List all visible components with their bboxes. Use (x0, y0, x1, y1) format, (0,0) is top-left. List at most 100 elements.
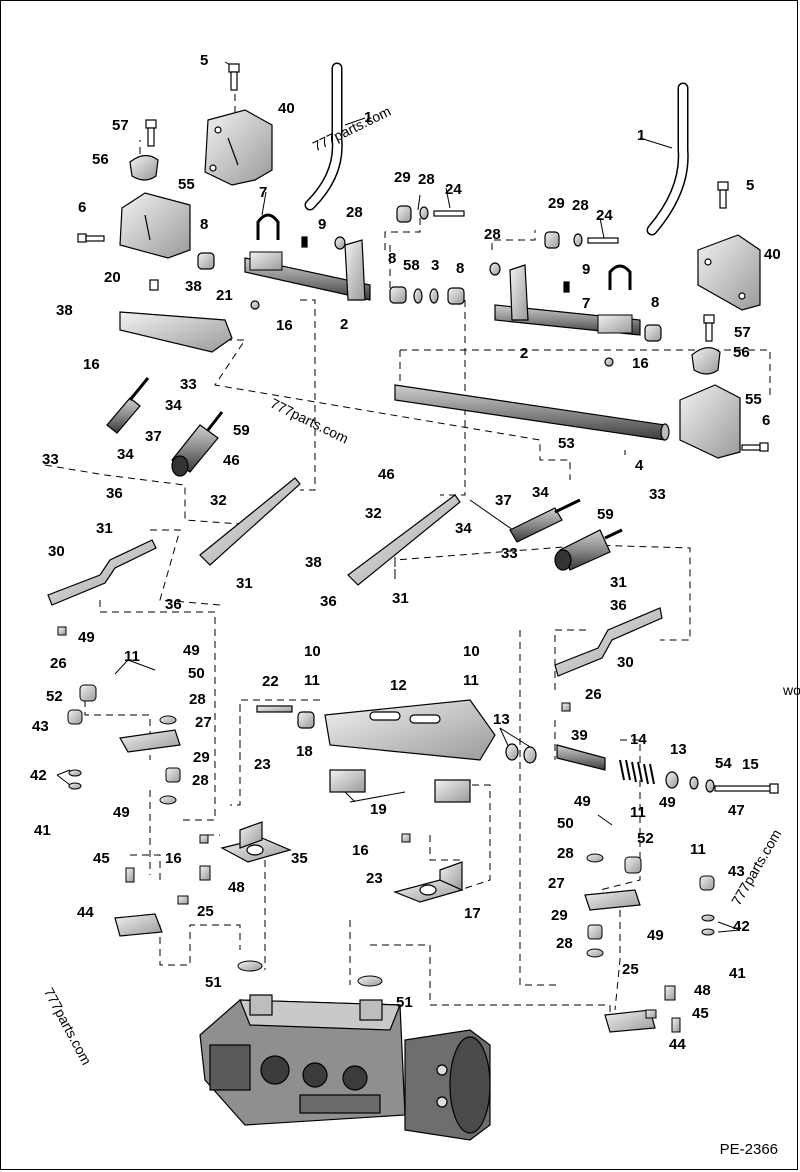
part-59-damper-left (171, 411, 224, 477)
part-44-clevis-right (604, 1009, 656, 1033)
small-fasteners (57, 626, 715, 1033)
part-5-bolt-right (717, 181, 729, 209)
callout-31: 31 (610, 574, 627, 591)
spring-washers (256, 705, 715, 793)
callout-41: 41 (34, 822, 51, 839)
callout-35: 35 (291, 850, 308, 867)
callout-16: 16 (352, 842, 369, 859)
callout-11: 11 (124, 648, 140, 665)
callout-30: 30 (617, 654, 634, 671)
part-57-bolt-left (145, 119, 157, 147)
callout-15: 15 (742, 756, 759, 773)
callout-55: 55 (745, 391, 762, 408)
callout-28: 28 (484, 226, 501, 243)
callout-31: 31 (236, 575, 253, 592)
callout-36: 36 (610, 597, 627, 614)
part-59-damper-right (554, 528, 623, 571)
callout-44: 44 (669, 1036, 686, 1053)
callout-23: 23 (254, 756, 271, 773)
callout-10: 10 (463, 643, 480, 660)
part-21-bracket (119, 279, 233, 353)
callout-51: 51 (396, 994, 413, 1011)
callout-3: 3 (431, 257, 440, 274)
callout-37: 37 (145, 428, 162, 445)
callout-22: 22 (262, 673, 279, 690)
part-15-bolt-long (714, 783, 779, 794)
callout-29: 29 (193, 749, 210, 766)
callout-10: 10 (304, 643, 321, 660)
callout-8: 8 (456, 260, 465, 277)
part-55-bracket-right (679, 384, 741, 459)
callout-29: 29 (551, 907, 568, 924)
callout-36: 36 (106, 485, 123, 502)
callout-34: 34 (117, 446, 134, 463)
part-37-gas-spring-right (509, 498, 581, 543)
callout-28: 28 (346, 204, 363, 221)
callout-20: 20 (104, 269, 121, 286)
callout-42: 42 (733, 918, 750, 935)
callout-38: 38 (305, 554, 322, 571)
callout-4: 4 (635, 457, 644, 474)
callout-28: 28 (418, 171, 435, 188)
washers-and-bushings-top (197, 205, 662, 367)
callout-16: 16 (276, 317, 293, 334)
callout-1: 1 (364, 109, 373, 126)
callout-42: 42 (30, 767, 47, 784)
callout-16: 16 (165, 850, 182, 867)
callout-59: 59 (233, 422, 250, 439)
hydrostatic-pump-assembly (199, 994, 491, 1141)
part-57-bolt-right (703, 314, 715, 342)
callout-46: 46 (223, 452, 240, 469)
part-55-bracket-left (119, 192, 191, 259)
part-27-plate-left (119, 729, 181, 753)
part-56-bushing-right (691, 347, 721, 375)
callout-44: 44 (77, 904, 94, 921)
callout-48: 48 (228, 879, 245, 896)
callout-17: 17 (464, 905, 481, 922)
callout-28: 28 (572, 197, 589, 214)
callout-58: 58 (403, 257, 420, 274)
callout-52: 52 (46, 688, 63, 705)
watermark-edge-text: wo (783, 682, 800, 698)
callout-26: 26 (50, 655, 67, 672)
callout-50: 50 (188, 665, 205, 682)
callout-57: 57 (734, 324, 751, 341)
part-32-arm-left (199, 477, 301, 566)
clamp-right (597, 314, 633, 334)
callout-29: 29 (394, 169, 411, 186)
callout-8: 8 (200, 216, 209, 233)
callout-13: 13 (670, 741, 687, 758)
clamp-left (249, 251, 283, 271)
callout-14: 14 (630, 731, 647, 748)
callout-50: 50 (557, 815, 574, 832)
callout-49: 49 (183, 642, 200, 659)
callout-41: 41 (729, 965, 746, 982)
part-7-u-bolt-left (256, 213, 280, 240)
callout-33: 33 (180, 376, 197, 393)
part-1-lever-left-inner (306, 64, 342, 209)
callout-36: 36 (320, 593, 337, 610)
part-35-bracket (220, 821, 292, 863)
part-12-mounting-plate (324, 699, 496, 761)
callout-38: 38 (185, 278, 202, 295)
callout-19: 19 (370, 801, 387, 818)
callout-30: 30 (48, 543, 65, 560)
part-17-bracket (393, 861, 464, 903)
callout-28: 28 (189, 691, 206, 708)
part-6-bolt-right (741, 442, 769, 452)
callout-2: 2 (340, 316, 349, 333)
callout-28: 28 (557, 845, 574, 862)
callout-45: 45 (692, 1005, 709, 1022)
callout-18: 18 (296, 743, 313, 760)
callout-32: 32 (210, 492, 227, 509)
callout-7: 7 (259, 184, 268, 201)
callout-2: 2 (520, 345, 529, 362)
callout-leaders (56, 61, 741, 933)
callout-9: 9 (582, 261, 591, 278)
callout-28: 28 (192, 772, 209, 789)
callout-23: 23 (366, 870, 383, 887)
part-40-bracket-right (697, 234, 761, 311)
callout-49: 49 (574, 793, 591, 810)
callout-8: 8 (651, 294, 660, 311)
